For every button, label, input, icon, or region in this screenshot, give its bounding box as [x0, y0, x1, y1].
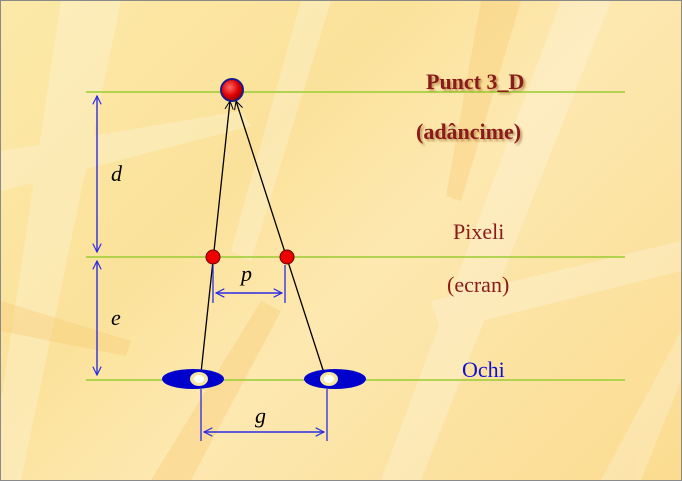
pixels-title: Pixeli [453, 219, 505, 244]
left-eye [162, 369, 224, 389]
right-ray [236, 101, 325, 374]
pixels-subtitle: (ecran) [447, 272, 510, 297]
left-pixel-dot [205, 249, 221, 265]
point-title: Punct 3_D [426, 69, 525, 94]
dimension-e-label: e [111, 305, 121, 330]
right-pixel-dot [279, 249, 295, 265]
dimension-g-label: g [255, 403, 266, 428]
point-subtitle: (adâncime) [416, 119, 522, 144]
right-eye [304, 369, 366, 389]
eyes-title: Ochi [462, 357, 505, 382]
dimension-d-label: d [111, 161, 122, 186]
3d-point [220, 78, 244, 102]
left-ray [200, 101, 230, 374]
dimension-p-label: p [241, 261, 252, 286]
